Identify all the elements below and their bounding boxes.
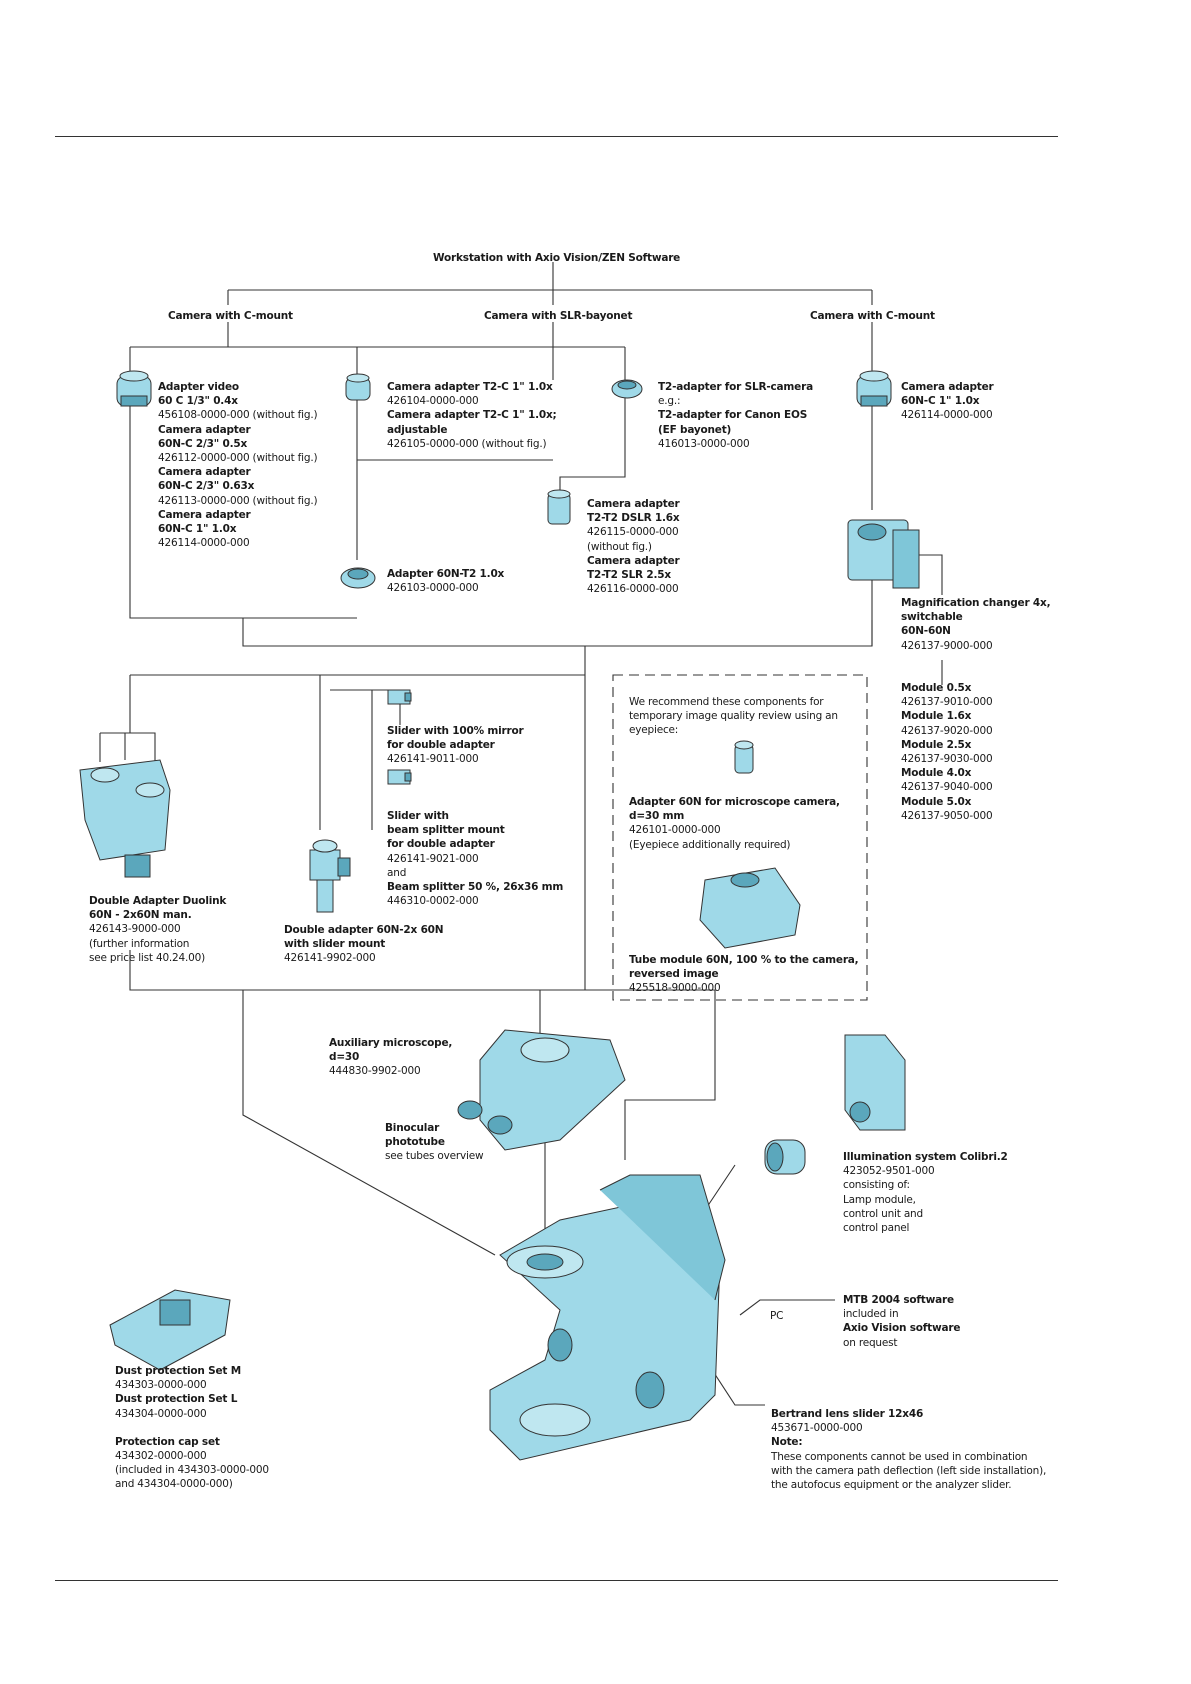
adapter-video-block: Adapter video 60 C 1/3" 0.4x 456108-0000… — [158, 381, 318, 550]
double-adapter-60n-icon — [309, 839, 351, 913]
adapter-video-icon — [116, 370, 152, 407]
binocular-phototube-block: Binocular phototube see tubes overview — [385, 1122, 484, 1163]
dust-protection-block: Dust protection Set M 434303-0000-000 Du… — [115, 1365, 269, 1491]
t2t2-adapter-icon — [547, 489, 571, 525]
auxiliary-microscope-block: Auxiliary microscope, d=30 444830-9902-0… — [329, 1037, 453, 1078]
mtb-software-block: MTB 2004 software included in Axio Visio… — [843, 1294, 961, 1349]
t2c-adapter-icon — [345, 373, 371, 401]
adapter-60n-t2-icon — [340, 567, 376, 589]
modules-block: Module 0.5x 426137-9010-000 Module 1.6x … — [901, 682, 993, 822]
t2t2-adapter-block: Camera adapter T2-T2 DSLR 1.6x 426115-00… — [587, 498, 680, 596]
bertrand-slider-block: Bertrand lens slider 12x46 453671-0000-0… — [771, 1408, 1047, 1492]
slider-beam-icon — [387, 769, 412, 785]
top-rule — [55, 136, 1058, 137]
dust-cover-icon — [109, 1289, 231, 1371]
double-adapter-duolink-block: Double Adapter Duolink 60N - 2x60N man. … — [89, 895, 227, 964]
double-adapter-60n-block: Double adapter 60N-2x 60N with slider mo… — [284, 924, 444, 965]
camera-c-mount-left-label: Camera with C-mount — [168, 310, 293, 322]
colibri-illumination-icon — [764, 1034, 906, 1175]
magnification-changer-block: Magnification changer 4x, switchable 60N… — [901, 597, 1051, 652]
eyepiece-adapter-block: Adapter 60N for microscope camera, d=30 … — [629, 796, 840, 851]
t2-slr-adapter-icon — [611, 379, 643, 399]
double-adapter-duolink-icon — [79, 759, 171, 878]
tube-module-icon — [699, 867, 801, 949]
tube-module-block: Tube module 60N, 100 % to the camera, re… — [629, 954, 859, 995]
cam-60n-c-adapter-icon — [856, 370, 892, 407]
cam-60n-c-block: Camera adapter 60N-C 1" 1.0x 426114-0000… — [901, 381, 994, 422]
colibri-block: Illumination system Colibri.2 423052-950… — [843, 1151, 1008, 1235]
pc-label: PC — [770, 1310, 784, 1322]
bottom-rule — [55, 1580, 1058, 1581]
t2-slr-adapter-block: T2-adapter for SLR-camera e.g.: T2-adapt… — [658, 381, 813, 450]
microscope-stand-icon — [489, 1174, 726, 1461]
adapter-60n-t2-block: Adapter 60N-T2 1.0x 426103-0000-000 — [387, 568, 505, 595]
workstation-label: Workstation with Axio Vision/ZEN Softwar… — [433, 252, 681, 264]
camera-c-mount-right-label: Camera with C-mount — [810, 310, 935, 322]
auxiliary-microscope-icon — [457, 1029, 626, 1151]
camera-slr-bayonet-label: Camera with SLR-bayonet — [484, 310, 633, 322]
slider-mirror-icon — [387, 689, 412, 705]
eyepiece-adapter-icon — [734, 740, 754, 774]
recommend-text-block: We recommend these components for tempor… — [629, 696, 838, 737]
slider-beam-block: Slider with beam splitter mount for doub… — [387, 810, 564, 908]
slider-mirror-block: Slider with 100% mirror for double adapt… — [387, 725, 524, 766]
t2c-adapter-block: Camera adapter T2-C 1" 1.0x 426104-0000-… — [387, 381, 557, 450]
magnification-changer-icon — [847, 519, 920, 589]
